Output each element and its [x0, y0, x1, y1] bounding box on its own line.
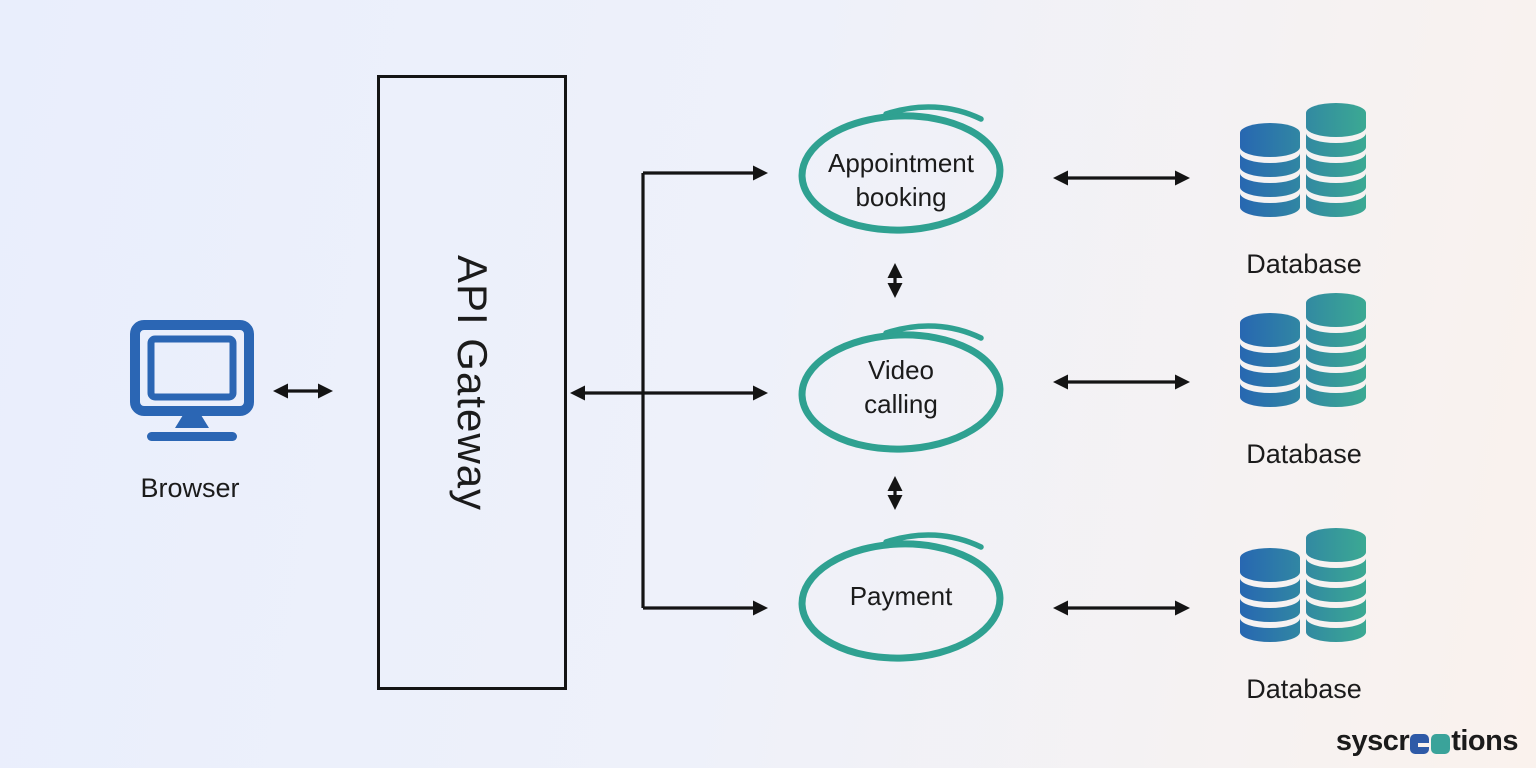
api-gateway-label: API Gateway — [449, 254, 497, 511]
service-video-calling: Video calling — [794, 319, 1008, 455]
arrow-branch-payment — [643, 600, 768, 616]
service-label: Payment — [794, 528, 1008, 664]
database-icon — [1240, 103, 1366, 217]
arrow-branch-appointment — [643, 165, 768, 181]
sketch-ellipse-icon — [798, 323, 1004, 453]
database-label: Database — [1246, 674, 1362, 704]
sketch-ellipse-icon — [798, 104, 1004, 234]
arrow-appointment-video — [887, 263, 903, 298]
database-node-2: Database — [1237, 287, 1371, 469]
monitor-icon — [130, 320, 254, 441]
logo-text-prefix: syscr — [1335, 725, 1410, 757]
arrow-video-database — [1053, 374, 1190, 390]
database-icon — [1240, 528, 1366, 642]
service-appointment-booking: Appointment booking — [794, 100, 1008, 236]
database-label: Database — [1246, 249, 1362, 279]
database-icon — [1240, 293, 1366, 407]
arrow-video-payment — [887, 476, 903, 510]
service-label-line: booking — [855, 182, 947, 212]
browser-label: Browser — [140, 473, 240, 503]
arrow-browser-gateway — [273, 383, 333, 399]
arrow-gateway-services — [570, 385, 768, 401]
service-label-line: calling — [864, 389, 938, 419]
logo-letter-e-slit — [1418, 742, 1430, 747]
service-label-line: Payment — [849, 581, 953, 611]
arrow-appointment-database — [1053, 170, 1190, 186]
service-payment: Payment — [794, 528, 1008, 664]
logo-letter-a-icon — [1431, 733, 1451, 754]
database-node-3: Database — [1237, 522, 1371, 704]
service-label: Appointment booking — [794, 112, 1008, 248]
database-label: Database — [1246, 439, 1362, 469]
arrow-payment-database — [1053, 600, 1190, 616]
logo-letter-e-icon — [1410, 733, 1430, 754]
syscreations-logo: syscr tions — [1335, 725, 1519, 758]
service-label: Video calling — [794, 319, 1008, 455]
sketch-ellipse-icon — [798, 532, 1004, 662]
api-gateway-box: API Gateway — [377, 75, 567, 690]
database-node-1: Database — [1237, 97, 1371, 279]
service-label-line: Appointment — [828, 148, 974, 178]
service-label-line: Video — [867, 355, 935, 385]
logo-text-suffix: tions — [1451, 725, 1518, 757]
